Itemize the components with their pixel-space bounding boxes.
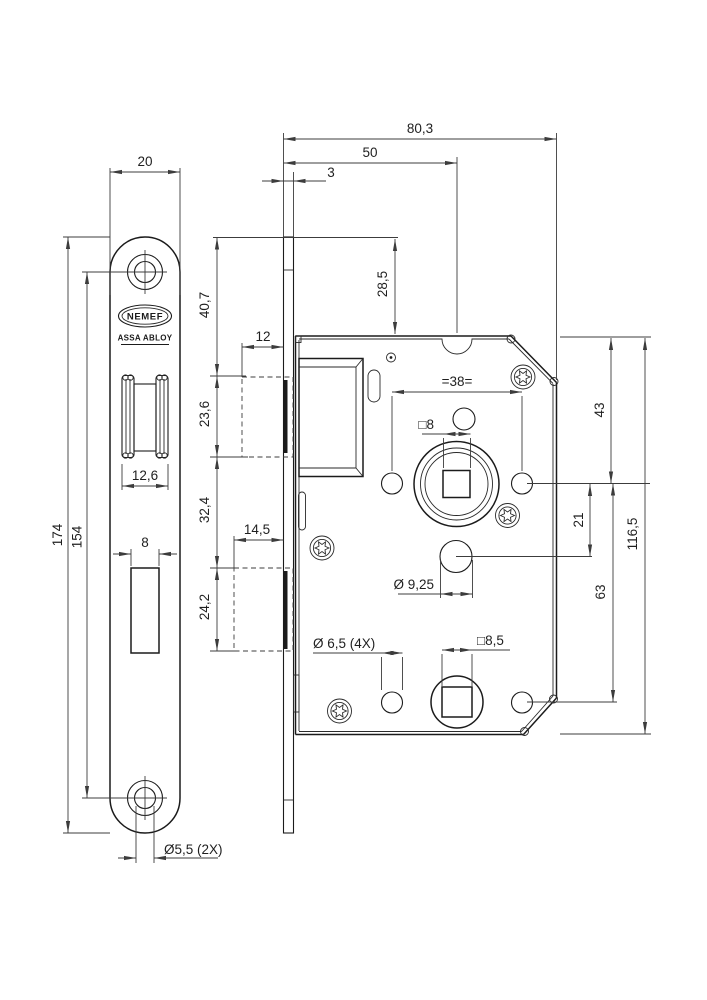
deadbolt-cutout-edge: [283, 571, 288, 649]
side-view-dimensions: 80,3 50 3 28,5 40,7 23,6 32,4 24,2 12: [197, 121, 651, 735]
faceplate-side-strip: [282, 236, 295, 834]
dim-deadbolt-width: 8: [141, 535, 149, 550]
dim-follower-square: □8: [418, 417, 434, 432]
latch-bolt-front: [121, 374, 169, 459]
spindle-follower: [413, 440, 500, 528]
torx-screw-2: [495, 503, 520, 528]
dim-deadbolt-height: 24,2: [197, 594, 212, 620]
dim-follower-to-lower: 63: [593, 584, 608, 599]
brand-text: ASSA ABLOY: [118, 334, 173, 343]
torx-screw-1: [510, 364, 536, 390]
logo-text: NEMEF: [127, 312, 163, 323]
latch-bolt-side: [298, 357, 364, 478]
deadbolt-pocket-hidden: [233, 567, 294, 652]
dim-plate-height: 174: [50, 523, 65, 546]
dim-top-to-latch: 40,7: [197, 292, 212, 318]
dim-cylinder-hole: Ø 9,25: [393, 577, 434, 592]
edge-tab: [293, 674, 300, 713]
dim-latch-width: 12,6: [132, 468, 158, 483]
dim-latch-height: 23,6: [197, 401, 212, 427]
dim-follower-to-cylinder: 21: [571, 512, 586, 527]
case-screw: [386, 352, 396, 363]
lock-case-side-view: [293, 334, 559, 736]
nemef-logo: NEMEF ASSA ABLOY: [118, 304, 173, 346]
lower-follower: [430, 675, 484, 729]
fixing-hole-bottom-left: [380, 691, 404, 714]
latch-pocket-hidden: [241, 376, 294, 458]
dim-latch-depth: 12: [255, 329, 270, 344]
dim-backset: 50: [362, 145, 377, 160]
dim-screw-hole-diameter: Ø5,5 (2X): [164, 842, 223, 857]
latch-cutout-edge: [283, 380, 288, 453]
fixing-hole-top-left: [380, 472, 404, 495]
torx-screw-3: [309, 535, 335, 561]
dim-hole-spacing: =38=: [442, 374, 473, 389]
faceplate-outline: [109, 236, 181, 834]
oblong-slot: [367, 369, 381, 403]
dim-latch-to-deadbolt: 32,4: [197, 496, 212, 523]
upper-round-hole: [452, 407, 476, 431]
dim-screw-distance: 154: [70, 525, 85, 548]
dim-case-height: 116,5: [625, 518, 640, 551]
dim-lower-square: □8,5: [477, 633, 504, 648]
top-edge-notch: [299, 338, 509, 355]
dim-plate-thickness: 3: [327, 165, 335, 180]
fixing-hole-bottom-right: [510, 691, 534, 714]
dim-top-to-case: 28,5: [375, 271, 390, 297]
dim-plate-width: 20: [137, 154, 152, 169]
bottom-screw-hole: [122, 775, 168, 821]
dim-deadbolt-depth: 14,5: [244, 522, 270, 537]
torx-screw-4: [327, 698, 352, 724]
dim-fixing-holes: Ø 6,5 (4X): [313, 636, 375, 651]
front-view-dimensions: 20 174 154 12,6 8 Ø5,5 (2X): [50, 154, 223, 863]
deadbolt-front: [130, 567, 160, 654]
dim-case-top-to-follower: 43: [592, 402, 607, 417]
top-screw-hole: [122, 249, 168, 295]
edge-slot: [298, 491, 306, 531]
faceplate-front-view: NEMEF ASSA ABLOY: [109, 236, 181, 834]
dim-total-depth: 80,3: [407, 121, 433, 136]
